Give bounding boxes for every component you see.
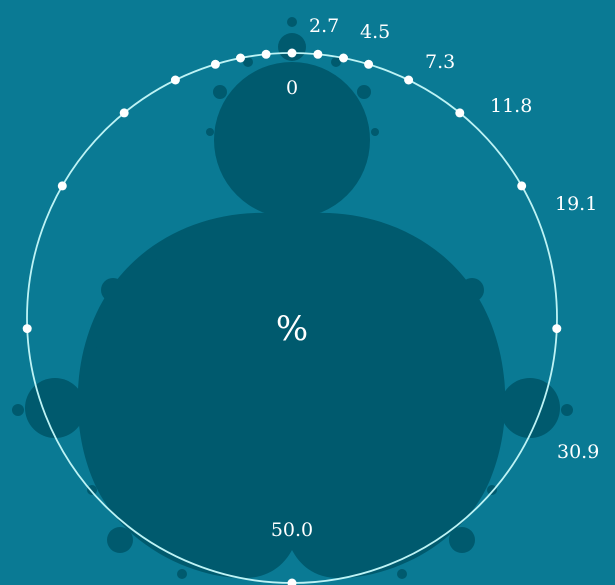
bulb-small-12 bbox=[397, 569, 407, 579]
marker-dot bbox=[339, 53, 348, 63]
mandelbrot-set bbox=[12, 17, 573, 579]
marker-dot bbox=[287, 578, 297, 585]
top-bulb bbox=[278, 33, 306, 61]
top-bulb-tip bbox=[287, 17, 297, 27]
bulb-small-11 bbox=[177, 569, 187, 579]
marker-dot bbox=[404, 75, 414, 85]
bulb-ur2 bbox=[427, 252, 437, 262]
bulb-small-7 bbox=[87, 485, 97, 495]
upper-bulb bbox=[214, 62, 370, 218]
bulb-small-10 bbox=[487, 340, 497, 350]
marker-dot bbox=[287, 48, 297, 58]
value-label-2: 4.5 bbox=[360, 21, 390, 43]
value-label-1: 2.7 bbox=[309, 15, 339, 37]
right-bulb bbox=[500, 378, 560, 438]
value-label-3: 7.3 bbox=[425, 51, 455, 73]
marker-dot bbox=[552, 324, 562, 334]
upper-right-bulb bbox=[460, 278, 484, 302]
marker-dot bbox=[22, 324, 32, 334]
marker-dot bbox=[57, 181, 67, 191]
marker-dot bbox=[517, 181, 527, 191]
upper-left-bulb bbox=[101, 278, 125, 302]
lower-left-bulb bbox=[107, 527, 133, 553]
center-symbol: % bbox=[276, 309, 308, 349]
bulb-small-2 bbox=[357, 85, 371, 99]
marker-dot bbox=[261, 49, 271, 59]
main-cardioid bbox=[77, 212, 506, 579]
value-label-4: 11.8 bbox=[490, 95, 532, 117]
marker-dot bbox=[364, 59, 374, 69]
bulb-small-9 bbox=[87, 340, 97, 350]
bulb-ul2 bbox=[147, 252, 157, 262]
lower-right-bulb bbox=[449, 527, 475, 553]
marker-dot bbox=[455, 108, 465, 118]
marker-dot bbox=[236, 53, 245, 63]
value-label-5: 19.1 bbox=[555, 193, 597, 215]
marker-dot bbox=[119, 108, 129, 118]
top-value-label: 0 bbox=[286, 77, 298, 99]
left-bulb-small bbox=[12, 404, 24, 416]
left-bulb bbox=[25, 378, 85, 438]
marker-dot bbox=[210, 59, 220, 69]
right-bulb-small bbox=[561, 404, 573, 416]
bulb-small-8 bbox=[487, 485, 497, 495]
marker-dot bbox=[170, 75, 180, 85]
value-label-6: 30.9 bbox=[557, 441, 599, 463]
bulb-small-6 bbox=[331, 57, 341, 67]
bulb-small-1 bbox=[213, 85, 227, 99]
bulb-small-5 bbox=[243, 57, 253, 67]
marker-dots bbox=[22, 48, 562, 585]
bulb-small-3 bbox=[206, 128, 214, 136]
bulb-small-4 bbox=[371, 128, 379, 136]
marker-dot bbox=[313, 49, 323, 59]
bottom-value-label: 50.0 bbox=[271, 519, 313, 541]
